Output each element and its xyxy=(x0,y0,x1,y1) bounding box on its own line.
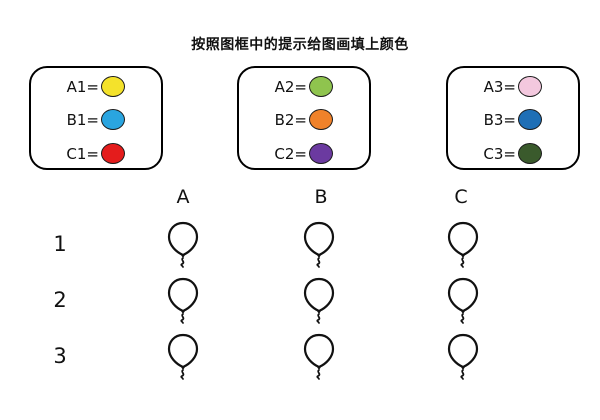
page-title: 按照图框中的提示给图画填上颜色 xyxy=(191,37,409,53)
key-label: B3= xyxy=(483,111,516,129)
row-header-2: 2 xyxy=(53,288,67,312)
balloon-outline-icon[interactable] xyxy=(446,332,480,380)
balloon-outline-icon[interactable] xyxy=(446,276,480,324)
balloon-outline-icon[interactable] xyxy=(302,276,336,324)
key-label: B1= xyxy=(66,111,99,129)
key-row: A3= xyxy=(448,75,578,99)
color-swatch xyxy=(518,109,542,130)
key-label: B2= xyxy=(274,111,307,129)
color-swatch xyxy=(101,76,125,97)
column-header-c: C xyxy=(454,186,468,208)
color-swatch xyxy=(518,76,542,97)
key-row: B2= xyxy=(239,108,369,132)
color-swatch xyxy=(309,143,333,164)
color-key-box-2: A2= B2= C2= xyxy=(237,66,371,170)
balloon-outline-icon[interactable] xyxy=(166,276,200,324)
key-label: C3= xyxy=(483,145,516,163)
balloon-outline-icon[interactable] xyxy=(446,220,480,268)
key-label: C2= xyxy=(274,145,307,163)
column-header-b: B xyxy=(314,186,328,208)
key-label: A1= xyxy=(66,78,99,96)
row-header-1: 1 xyxy=(53,232,67,256)
key-row: B1= xyxy=(31,108,161,132)
balloon-outline-icon[interactable] xyxy=(166,220,200,268)
color-swatch xyxy=(101,143,125,164)
balloon-outline-icon[interactable] xyxy=(302,332,336,380)
color-key-box-1: A1= B1= C1= xyxy=(29,66,163,170)
balloon-outline-icon[interactable] xyxy=(166,332,200,380)
color-key-box-3: A3= B3= C3= xyxy=(446,66,580,170)
row-header-3: 3 xyxy=(53,344,67,368)
color-swatch xyxy=(309,109,333,130)
color-swatch xyxy=(101,109,125,130)
key-row: C1= xyxy=(31,142,161,166)
balloon-outline-icon[interactable] xyxy=(302,220,336,268)
key-row: B3= xyxy=(448,108,578,132)
key-label: C1= xyxy=(66,145,99,163)
key-row: A2= xyxy=(239,75,369,99)
key-row: C2= xyxy=(239,142,369,166)
key-row: A1= xyxy=(31,75,161,99)
column-header-a: A xyxy=(176,186,190,208)
color-swatch xyxy=(518,143,542,164)
key-label: A2= xyxy=(274,78,307,96)
key-label: A3= xyxy=(483,78,516,96)
key-row: C3= xyxy=(448,142,578,166)
color-swatch xyxy=(309,76,333,97)
